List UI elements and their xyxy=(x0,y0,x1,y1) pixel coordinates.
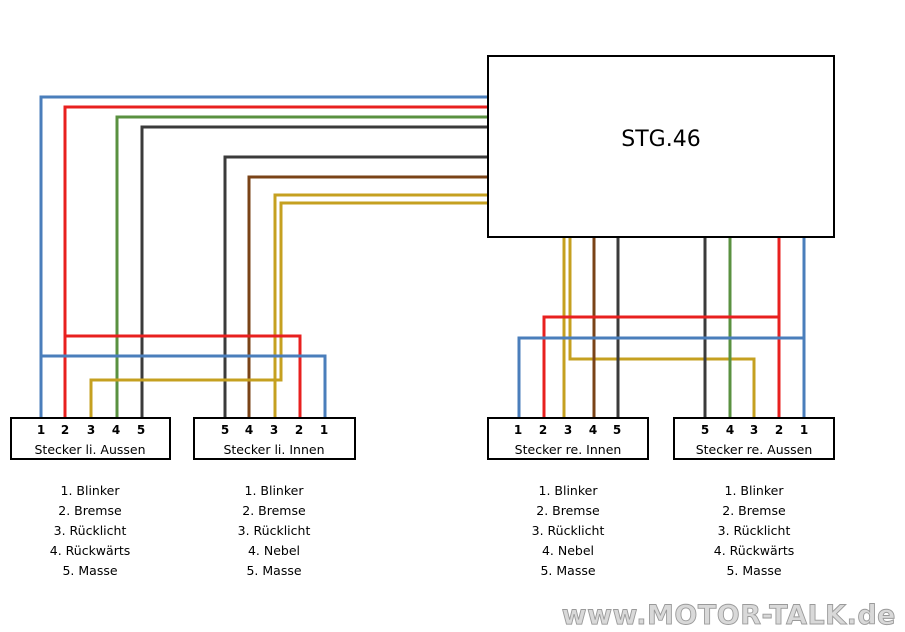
wire-black xyxy=(140,125,488,418)
legend-item: 4. Nebel xyxy=(542,543,594,558)
connector-li-aussen: 1 2 3 4 5 Stecker li. Aussen xyxy=(10,417,171,460)
wire-yellow xyxy=(568,237,756,418)
wire-brown xyxy=(247,175,488,418)
legend-item: 2. Bremse xyxy=(242,503,306,518)
pin-label: 4 xyxy=(589,423,597,437)
connector-li-innen: 5 4 3 2 1 Stecker li. Innen xyxy=(193,417,356,460)
wire-blue xyxy=(41,354,327,418)
connector-label: Stecker re. Innen xyxy=(515,442,622,457)
wires xyxy=(39,95,806,418)
legend-item: 2. Bremse xyxy=(536,503,600,518)
connector-re-innen: 1 2 3 4 5 Stecker re. Innen xyxy=(487,417,649,460)
legend-item: 3. Rücklicht xyxy=(718,523,791,538)
pin-label: 1 xyxy=(37,423,45,437)
pin-label: 4 xyxy=(245,423,253,437)
pin-label: 5 xyxy=(221,423,229,437)
connector-box xyxy=(193,417,356,460)
legend-item: 5. Masse xyxy=(246,563,301,578)
pin-label: 4 xyxy=(726,423,734,437)
pin-label: 3 xyxy=(564,423,572,437)
pin-label: 2 xyxy=(539,423,547,437)
connector-label: Stecker re. Aussen xyxy=(696,442,813,457)
legend-item: 1. Blinker xyxy=(245,483,305,498)
legend-item: 1. Blinker xyxy=(61,483,121,498)
wire-yellow xyxy=(273,193,488,418)
legend-re-aussen: 1. Blinker 2. Bremse 3. Rücklicht 4. Rüc… xyxy=(714,483,795,578)
legend-item: 3. Rücklicht xyxy=(54,523,127,538)
connector-box xyxy=(673,417,835,460)
pin-label: 4 xyxy=(112,423,120,437)
legend-item: 1. Blinker xyxy=(539,483,599,498)
wire-red xyxy=(65,334,302,418)
pin-label: 3 xyxy=(270,423,278,437)
pin-label: 2 xyxy=(775,423,783,437)
legend-item: 2. Bremse xyxy=(722,503,786,518)
legend-item: 2. Bremse xyxy=(58,503,122,518)
connector-re-aussen: 5 4 3 2 1 Stecker re. Aussen xyxy=(673,417,835,460)
wire-blue xyxy=(517,336,804,418)
pin-label: 5 xyxy=(137,423,145,437)
legend-re-innen: 1. Blinker 2. Bremse 3. Rücklicht 4. Neb… xyxy=(532,483,605,578)
control-module-label: STG.46 xyxy=(621,127,700,152)
pin-label: 1 xyxy=(514,423,522,437)
legend-li-innen: 1. Blinker 2. Bremse 3. Rücklicht 4. Neb… xyxy=(238,483,311,578)
watermark: www.MOTOR-TALK.de xyxy=(562,600,896,631)
connector-label: Stecker li. Aussen xyxy=(35,442,146,457)
pin-label: 2 xyxy=(295,423,303,437)
legend-item: 5. Masse xyxy=(62,563,117,578)
pin-label: 5 xyxy=(701,423,709,437)
pin-label: 3 xyxy=(87,423,95,437)
legend-item: 4. Nebel xyxy=(248,543,300,558)
legend-item: 3. Rücklicht xyxy=(238,523,311,538)
wire-red xyxy=(542,315,779,418)
control-module-box xyxy=(487,55,835,238)
connector-label: Stecker li. Innen xyxy=(223,442,324,457)
pin-label: 1 xyxy=(800,423,808,437)
pin-label: 1 xyxy=(320,423,328,437)
legend-item: 4. Rückwärts xyxy=(714,543,795,558)
legend-li-aussen: 1. Blinker 2. Bremse 3. Rücklicht 4. Rüc… xyxy=(50,483,131,578)
pin-label: 3 xyxy=(750,423,758,437)
pin-label: 5 xyxy=(613,423,621,437)
control-module-stg46: STG.46 xyxy=(487,55,835,238)
pin-label: 2 xyxy=(61,423,69,437)
wire-yellow xyxy=(89,201,488,418)
legend-item: 5. Masse xyxy=(540,563,595,578)
wire-black xyxy=(223,155,488,418)
connector-box xyxy=(10,417,171,460)
legend-item: 3. Rücklicht xyxy=(532,523,605,538)
wire-blue xyxy=(39,95,488,418)
legend-item: 4. Rückwärts xyxy=(50,543,131,558)
wire-green xyxy=(115,115,488,418)
legend-item: 5. Masse xyxy=(726,563,781,578)
connector-box xyxy=(487,417,649,460)
wire-red xyxy=(63,105,488,418)
legend-item: 1. Blinker xyxy=(725,483,785,498)
